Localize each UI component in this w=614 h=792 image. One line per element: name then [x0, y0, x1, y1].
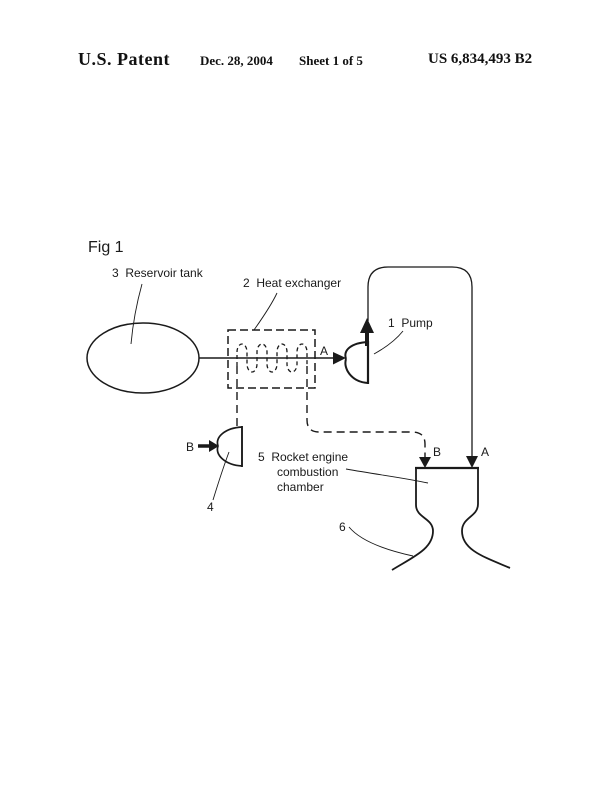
nozzle-right-wall — [461, 468, 511, 569]
port-b-arrowhead — [419, 457, 431, 468]
port-b-inlet-arrowhead — [209, 440, 219, 452]
exchanger-outlet-pipe-right — [306, 366, 426, 457]
heat-exchanger-label: 2 Heat exchanger — [243, 276, 341, 290]
valve-top-curve — [216, 426, 243, 447]
pump-label: 1 Pump — [388, 316, 433, 330]
patent-title: U.S. Patent — [78, 49, 170, 69]
nozzle-left-wall — [391, 468, 434, 571]
heat-exchanger-box — [227, 329, 316, 389]
combustion-chamber-outline — [391, 466, 511, 571]
pump-to-chamber-pipe — [367, 266, 473, 456]
nozzle-leader-line — [348, 526, 414, 557]
figure-caption: Fig 1 — [88, 239, 124, 256]
reservoir-tank-label: 3 Reservoir tank — [112, 266, 204, 280]
reservoir-leader-line — [130, 283, 143, 345]
reservoir-tank-shape — [86, 322, 200, 394]
sheet-number: Sheet 1 of 5 — [299, 53, 363, 68]
engine-label-line1: 5 Rocket engine — [258, 450, 348, 464]
engine-label-line3: chamber — [277, 480, 324, 494]
port-a-label-pump: A — [320, 344, 328, 358]
port-b-label-chamber: B — [433, 445, 441, 459]
supply-pipe-arrowhead — [333, 352, 346, 365]
port-b-label-valve: B — [186, 440, 194, 454]
patent-date: Dec. 28, 2004 — [200, 53, 273, 68]
pump-top-curve — [344, 341, 369, 360]
engine-label-line2: combustion — [277, 465, 338, 479]
pump-bottom-curve — [344, 358, 369, 384]
valve-bottom-curve — [216, 445, 243, 467]
valve-number-label: 4 — [207, 500, 214, 514]
valve-symbol — [216, 426, 243, 467]
pump-symbol — [344, 341, 370, 384]
port-a-arrowhead — [466, 456, 478, 468]
pump-outlet-arrowhead — [360, 318, 374, 333]
valve-leader-line — [212, 451, 230, 501]
nozzle-number-label: 6 — [339, 520, 346, 534]
port-a-label-chamber: A — [481, 445, 489, 459]
engine-leader-line — [345, 468, 429, 484]
patent-number: US 6,834,493 B2 — [428, 51, 533, 67]
pump-leader-line — [373, 330, 404, 355]
heat-exchanger-coil — [236, 343, 308, 373]
heat-exchanger-leader-line — [253, 292, 278, 331]
